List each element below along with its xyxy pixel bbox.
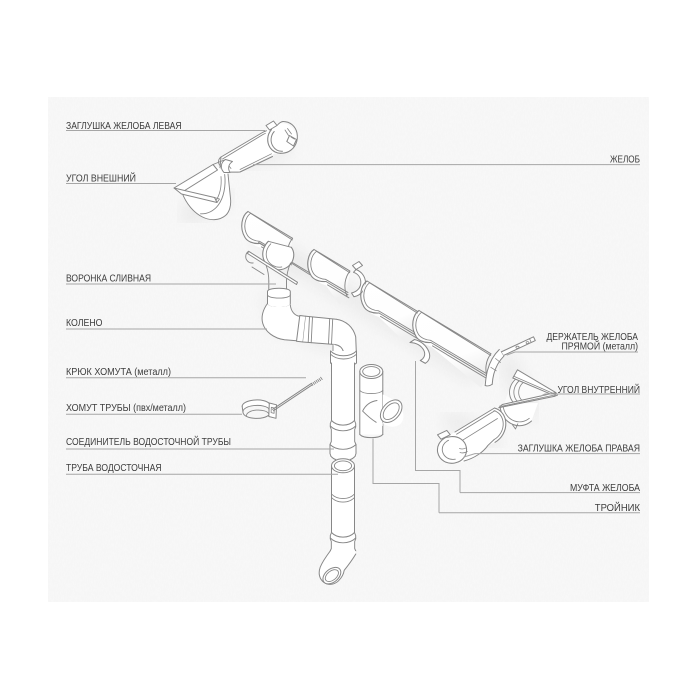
svg-text:УГОЛ ВНЕШНИЙ: УГОЛ ВНЕШНИЙ <box>66 172 136 185</box>
svg-text:МУФТА ЖЕЛОБА: МУФТА ЖЕЛОБА <box>570 483 640 494</box>
svg-text:КОЛЕНО: КОЛЕНО <box>66 318 103 329</box>
svg-text:ЖЕЛОБ: ЖЕЛОБ <box>610 155 640 166</box>
svg-text:ХОМУТ ТРУБЫ (пвх/металл): ХОМУТ ТРУБЫ (пвх/металл) <box>66 403 186 414</box>
svg-text:ПРЯМОЙ (металл): ПРЯМОЙ (металл) <box>562 340 639 353</box>
svg-text:СОЕДИНИТЕЛЬ ВОДОСТОЧНОЙ ТРУБЫ: СОЕДИНИТЕЛЬ ВОДОСТОЧНОЙ ТРУБЫ <box>66 435 231 448</box>
svg-text:ВОРОНКА СЛИВНАЯ: ВОРОНКА СЛИВНАЯ <box>66 273 151 284</box>
svg-text:ЗАГЛУШКА ЖЕЛОБА ПРАВАЯ: ЗАГЛУШКА ЖЕЛОБА ПРАВАЯ <box>518 443 640 454</box>
svg-text:ТРУБА ВОДОСТОЧНАЯ: ТРУБА ВОДОСТОЧНАЯ <box>66 463 162 474</box>
svg-text:УГОЛ ВНУТРЕННИЙ: УГОЛ ВНУТРЕННИЙ <box>558 383 641 396</box>
svg-text:ЗАГЛУШКА ЖЕЛОБА ЛЕВАЯ: ЗАГЛУШКА ЖЕЛОБА ЛЕВАЯ <box>66 121 182 132</box>
svg-text:ДЕРЖАТЕЛЬ ЖЕЛОБА: ДЕРЖАТЕЛЬ ЖЕЛОБА <box>547 332 639 343</box>
svg-text:КРЮК ХОМУТА (металл): КРЮК ХОМУТА (металл) <box>66 367 171 378</box>
svg-text:ТРОЙНИК: ТРОЙНИК <box>595 501 640 514</box>
